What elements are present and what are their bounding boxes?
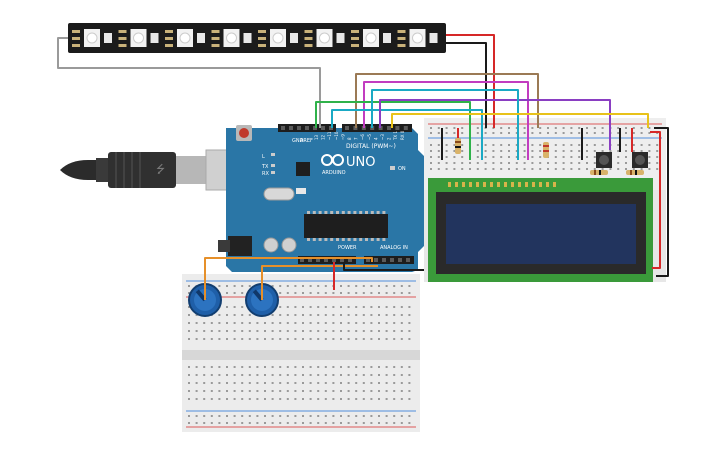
wire-gray[interactable]: [57, 37, 321, 128]
wire-red-right[interactable]: [650, 131, 661, 269]
l-label: L: [262, 154, 265, 160]
strip-pad: [118, 30, 127, 33]
resistor-4: [626, 170, 644, 175]
strip-pad: [397, 30, 406, 33]
capacitor-2: [281, 237, 297, 253]
resistor-3: [590, 170, 608, 175]
wire-teal[interactable]: [331, 109, 483, 160]
wire-black-right[interactable]: [654, 127, 669, 277]
digital-header-label: DIGITAL (PWM~): [346, 143, 396, 150]
pin-label: 8: [347, 137, 352, 140]
wire-black-bottom[interactable]: [343, 262, 424, 271]
wire-red-strip[interactable]: [446, 34, 495, 128]
on-label: ON: [398, 166, 406, 172]
pin-label: TX 1: [393, 131, 398, 141]
pin-label: 2: [387, 137, 392, 140]
usb-chip: [296, 162, 310, 176]
usb-cable: ⭍: [60, 149, 237, 191]
power-jack: [228, 236, 252, 256]
wire-orange-1[interactable]: [204, 257, 373, 300]
reset-button-cap[interactable]: [239, 128, 249, 138]
gnd-label: GND: [292, 138, 304, 144]
wire-green[interactable]: [315, 101, 471, 160]
pin-label: 4: [373, 137, 378, 140]
aref-label: AREF: [300, 138, 313, 144]
analog-label: ANALOG IN: [380, 245, 408, 251]
wire-yellow[interactable]: [391, 113, 649, 128]
tx-label: TX: [261, 164, 269, 170]
arduino-logo-icon: [321, 154, 344, 166]
wire-blue[interactable]: [371, 89, 519, 160]
pin-label: 13: [314, 134, 319, 140]
pin-label: ~9: [340, 134, 345, 140]
wires: [57, 34, 669, 300]
crystal: [263, 187, 295, 201]
lcd-screen: [446, 204, 636, 264]
power-label: POWER: [338, 245, 357, 251]
strip-pad: [72, 30, 80, 33]
rx-label: RX: [262, 171, 269, 177]
lcd-16x2[interactable]: [428, 178, 653, 282]
wire-orange-2[interactable]: [261, 265, 378, 300]
atmega-chip: [304, 214, 388, 238]
strip-pad: [211, 30, 220, 33]
strip-pad: [165, 30, 173, 33]
capacitor-1: [263, 237, 279, 253]
pushbutton-2[interactable]: [632, 152, 648, 168]
usb-symbol-icon: ⭍: [156, 163, 165, 176]
pin-label: 12: [321, 134, 326, 140]
pin-label: ~5: [367, 134, 372, 140]
pin-label: 7: [354, 137, 359, 140]
uno-model-label: UNO: [346, 155, 375, 170]
pushbutton-1[interactable]: [596, 152, 612, 168]
pin-label: ~3: [380, 134, 385, 140]
resistor-2: [543, 142, 549, 158]
strip-pad: [258, 30, 266, 33]
resistor-1: [455, 138, 461, 154]
digital-header-right[interactable]: [342, 124, 412, 132]
strip-pad: [304, 30, 313, 33]
wire-magenta[interactable]: [363, 81, 529, 160]
pin-label: RX 0: [400, 130, 405, 140]
wire-black-strip[interactable]: [446, 42, 487, 128]
led-strip-pixels: [72, 29, 438, 47]
arduino-brand-label: ARDUINO: [322, 170, 346, 176]
led-strip[interactable]: [68, 23, 446, 53]
pin-label: ~11: [327, 131, 332, 140]
pin-label: ~6: [360, 134, 365, 140]
wire-purple[interactable]: [379, 99, 611, 150]
analog-header[interactable]: [364, 256, 414, 264]
strip-pad: [351, 30, 359, 33]
pin-label: ~10: [334, 131, 339, 140]
